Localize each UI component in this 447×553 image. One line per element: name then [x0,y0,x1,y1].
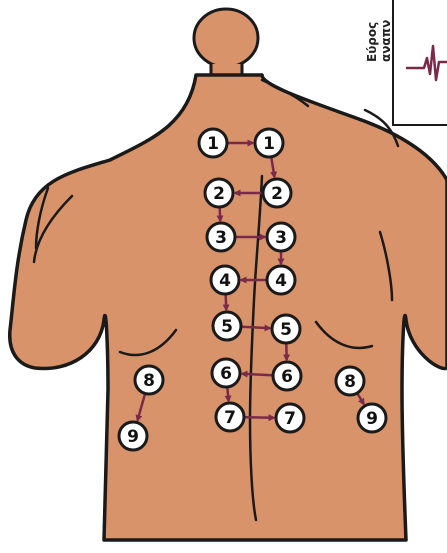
marker-l7: 7 [216,403,244,431]
marker-label: 2 [271,184,283,204]
marker-label: 3 [215,228,227,248]
marker-label: 3 [275,228,287,248]
marker-l6: 6 [212,359,240,387]
marker-r4: 4 [267,266,295,294]
marker-l4: 4 [211,266,239,294]
marker-l1: 1 [199,129,227,157]
marker-label: 6 [220,364,232,384]
marker-label: 4 [219,271,231,291]
marker-label: 1 [263,134,275,154]
marker-r7: 7 [276,404,304,432]
marker-label: 5 [280,320,292,340]
inset-label-line1: Εύρος [365,22,379,62]
marker-rl8: 8 [336,367,364,395]
marker-label: 1 [207,134,219,154]
marker-label: 8 [143,371,155,391]
marker-r2: 2 [263,179,291,207]
respiratory-inset-panel: Εύρος αναπν [365,0,447,125]
marker-label: 7 [224,408,236,428]
head [194,9,258,75]
marker-l3: 3 [207,223,235,251]
marker-r6: 6 [273,362,301,390]
marker-ll8: 8 [135,366,163,394]
arrow-l2-to-l3 [220,208,221,221]
marker-label: 8 [344,372,356,392]
arrow-l6-to-l7 [227,388,228,401]
marker-rl9: 9 [358,404,386,432]
marker-ll9: 9 [119,422,147,450]
arrow-l5-to-r5 [242,327,270,328]
marker-label: 7 [284,409,296,429]
marker-l5: 5 [213,312,241,340]
marker-label: 6 [281,367,293,387]
marker-label: 9 [127,427,139,447]
breath-trace [406,46,447,80]
marker-r1: 1 [255,129,283,157]
marker-r3: 3 [267,223,295,251]
marker-label: 2 [213,184,225,204]
marker-r5: 5 [272,315,300,343]
arrow-l4-to-l5 [226,295,227,310]
marker-l2: 2 [205,179,233,207]
marker-label: 5 [221,317,233,337]
arrow-r6-to-l6 [242,374,272,375]
inset-label-line2: αναπν [379,20,393,62]
marker-label: 4 [275,271,287,291]
head-shape [194,9,258,67]
marker-label: 9 [366,409,378,429]
